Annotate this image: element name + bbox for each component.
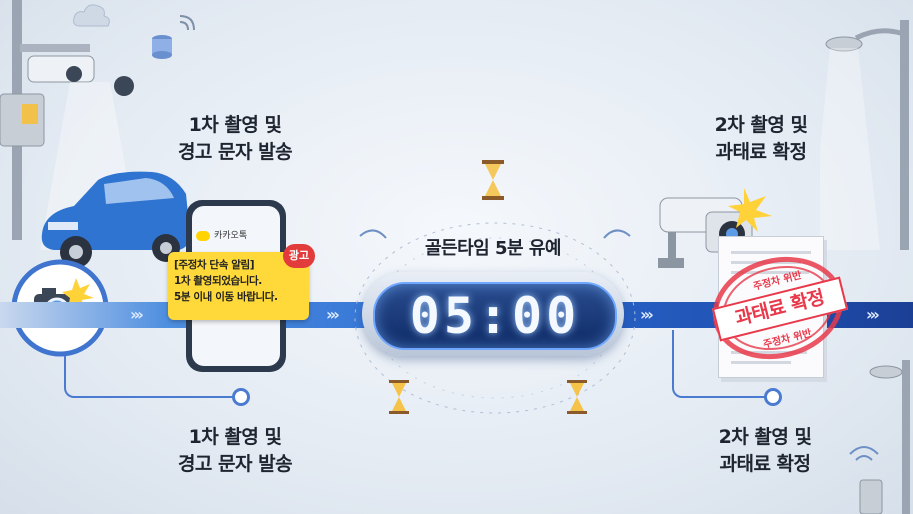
- step1-top-caption: 1차 촬영 및 경고 문자 발송: [150, 112, 320, 166]
- message-line: 5분 이내 이동 바랍니다.: [174, 291, 278, 303]
- caption-line: 과태료 확정: [719, 453, 811, 475]
- step2-bottom-caption: 2차 촬영 및 과태료 확정: [690, 424, 840, 478]
- caption-line: 2차 촬영 및: [714, 114, 808, 136]
- warning-message-bubble: [주정차 단속 알림] 1차 촬영되었습니다. 5분 이내 이동 바랍니다.: [168, 252, 309, 320]
- street-lamp-right: [820, 20, 909, 250]
- hourglass-icon: [567, 380, 587, 414]
- ad-badge: 광고: [283, 244, 315, 268]
- caption-line: 경고 문자 발송: [177, 141, 293, 163]
- doc-line: [731, 361, 791, 364]
- node-dot: [764, 388, 782, 406]
- step2-top-caption: 2차 촬영 및 과태료 확정: [686, 112, 836, 166]
- timer-value: 05:00: [409, 287, 581, 345]
- kakao-app-label: 카카오톡: [196, 228, 247, 241]
- app-name: 카카오톡: [214, 231, 248, 241]
- message-line: 1차 촬영되었습니다.: [174, 275, 262, 287]
- hourglass-icon: [389, 380, 409, 414]
- chevron-right-icon: ›››: [640, 305, 654, 324]
- cctv-camera-icon: [27, 55, 95, 83]
- caption-line: 1차 촬영 및: [188, 114, 282, 136]
- message-line: [주정차 단속 알림]: [174, 259, 255, 271]
- caption-line: 2차 촬영 및: [718, 426, 812, 448]
- caption-line: 경고 문자 발송: [177, 453, 293, 475]
- database-icon: [152, 35, 172, 59]
- hourglass-icon: [482, 160, 504, 200]
- cloud-icon: [73, 4, 110, 27]
- caption-line: 과태료 확정: [715, 141, 807, 163]
- dome-camera-icon: [114, 76, 134, 96]
- step1-bottom-caption: 1차 촬영 및 경고 문자 발송: [150, 424, 320, 478]
- timer-display: 05:00: [373, 282, 617, 350]
- chevron-right-icon: ›››: [326, 305, 340, 324]
- node-dot: [232, 388, 250, 406]
- countdown-timer: 05:00: [362, 272, 624, 356]
- kakao-icon: [196, 230, 210, 241]
- caption-line: 1차 촬영 및: [188, 426, 282, 448]
- chevron-right-icon: ›››: [866, 305, 880, 324]
- street-lamp-bottom-right: [849, 360, 910, 514]
- doc-line: [731, 271, 809, 274]
- doc-line: [731, 261, 801, 264]
- chevron-right-icon: ›››: [130, 305, 144, 324]
- doc-line: [731, 351, 807, 354]
- doc-line: [731, 251, 811, 254]
- connector-left: [64, 356, 236, 398]
- wifi-icon: [179, 15, 195, 31]
- connector-right: [672, 330, 772, 398]
- golden-time-title: 골든타임 5분 유예: [425, 238, 561, 259]
